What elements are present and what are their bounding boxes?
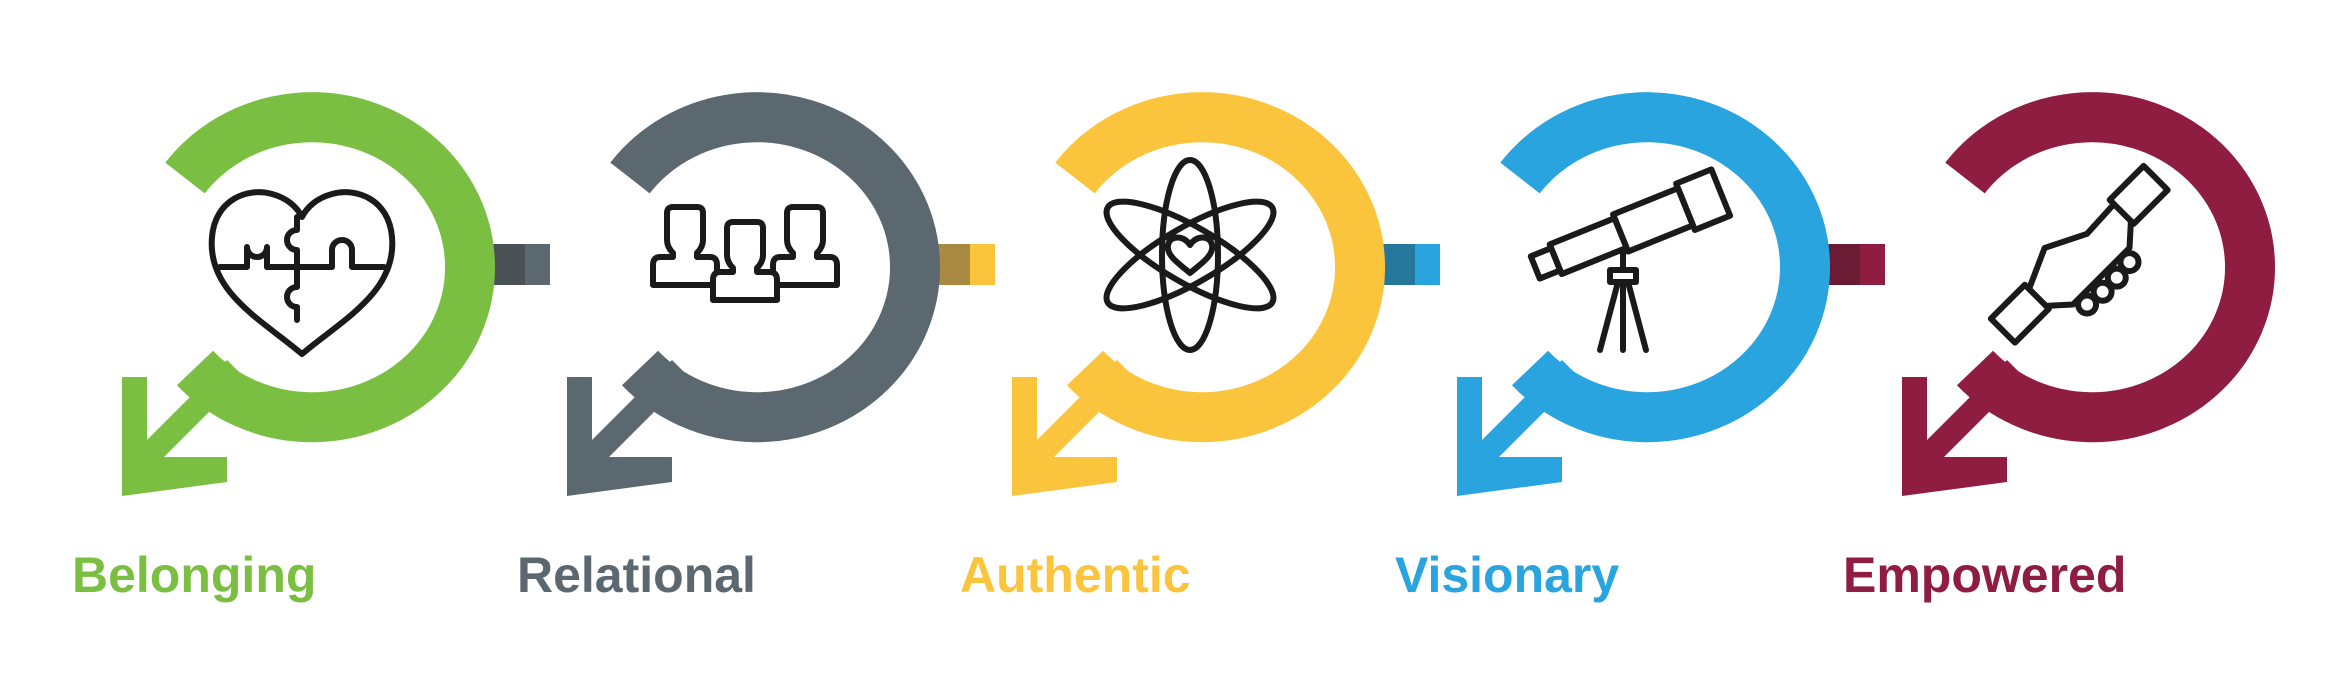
label-belonging: Belonging <box>72 547 317 603</box>
label-visionary: Visionary <box>1395 547 1620 603</box>
relational-loop <box>567 117 915 496</box>
handshake-icon <box>1982 157 2192 367</box>
people-group-icon <box>653 207 837 300</box>
atom-heart-icon <box>1094 160 1287 350</box>
label-authentic: Authentic <box>960 547 1191 603</box>
label-relational: Relational <box>517 547 756 603</box>
connector-1-shade <box>490 244 525 285</box>
authentic-loop <box>1012 117 1360 496</box>
puzzle-heart-icon <box>212 192 393 354</box>
connector-2-shade <box>935 244 970 285</box>
connector-3-shade <box>1380 244 1415 285</box>
telescope-icon <box>1526 169 1730 350</box>
connector-4-shade <box>1825 244 1860 285</box>
label-empowered: Empowered <box>1843 547 2127 603</box>
visionary-loop <box>1457 117 1805 496</box>
